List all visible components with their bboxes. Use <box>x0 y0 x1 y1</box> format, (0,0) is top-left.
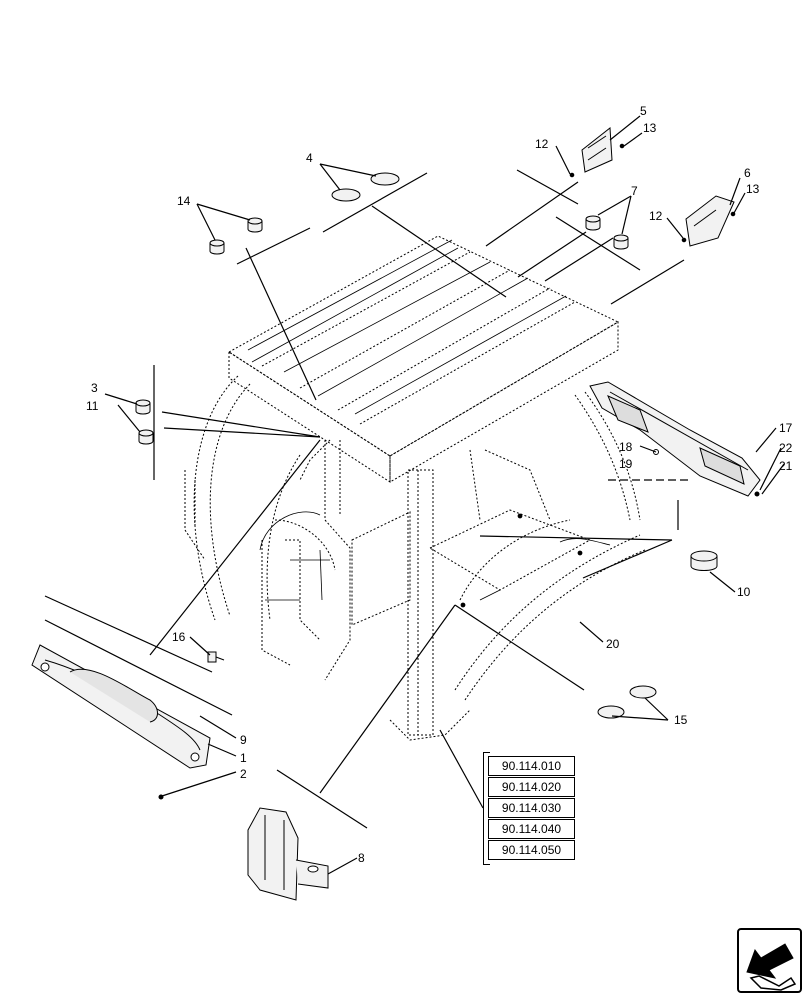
reference-link-90-114-030[interactable]: 90.114.030 <box>488 798 575 818</box>
callout-7: 7 <box>631 184 638 198</box>
grommet-part-14 <box>209 217 263 255</box>
bracket-part-5 <box>569 127 625 178</box>
panel-part-1 <box>31 644 211 769</box>
callout-18: 18 <box>619 440 633 454</box>
callout-11: 11 <box>86 399 99 413</box>
position-indicators <box>44 169 690 829</box>
next-page-arrow-icon <box>746 943 797 991</box>
bracket-part-8 <box>247 807 329 901</box>
reference-link-90-114-020[interactable]: 90.114.020 <box>488 777 575 797</box>
callout-3: 3 <box>91 381 98 395</box>
bolt-part-16 <box>207 651 225 663</box>
callout-8: 8 <box>358 851 365 865</box>
callout-9: 9 <box>240 733 247 747</box>
callout-20: 20 <box>606 637 620 651</box>
reference-link-90-114-050[interactable]: 90.114.050 <box>488 840 575 860</box>
plug-part-3 <box>135 399 151 415</box>
callout-21: 21 <box>779 459 793 473</box>
callout-16: 16 <box>172 630 186 644</box>
plug-part-10 <box>690 550 718 571</box>
plug-part-11 <box>138 429 154 445</box>
leader-lines <box>104 115 785 875</box>
callout-2: 2 <box>240 767 247 781</box>
callout-10: 10 <box>737 585 751 599</box>
grommet-part-7 <box>585 215 629 250</box>
plug-part-15a <box>629 685 657 699</box>
callout-22: 22 <box>779 441 793 455</box>
reference-bracket <box>483 752 490 865</box>
next-page-button[interactable] <box>737 928 802 993</box>
callout-5: 5 <box>640 104 647 118</box>
cab-frame <box>184 375 646 741</box>
callout-17: 17 <box>779 421 793 435</box>
callout-12b: 12 <box>649 209 663 223</box>
bracket-part-6 <box>681 195 736 247</box>
roof-panel <box>228 235 620 483</box>
callout-15: 15 <box>674 713 688 727</box>
callout-4: 4 <box>306 151 313 165</box>
callout-labels: 1 2 3 4 5 6 7 8 9 10 11 12 12 13 13 14 1… <box>86 104 793 865</box>
callout-6: 6 <box>744 166 751 180</box>
callout-13b: 13 <box>746 182 760 196</box>
reference-link-90-114-040[interactable]: 90.114.040 <box>488 819 575 839</box>
plug-part-15b <box>597 705 625 719</box>
callout-13a: 13 <box>643 121 657 135</box>
plug-part-4a <box>331 188 361 202</box>
reference-link-90-114-010[interactable]: 90.114.010 <box>488 756 575 776</box>
plug-part-4b <box>370 172 400 186</box>
callout-12a: 12 <box>535 137 549 151</box>
callout-14: 14 <box>177 194 191 208</box>
callout-1: 1 <box>240 751 247 765</box>
callout-19: 19 <box>619 457 633 471</box>
panel-part-17 <box>589 381 761 497</box>
